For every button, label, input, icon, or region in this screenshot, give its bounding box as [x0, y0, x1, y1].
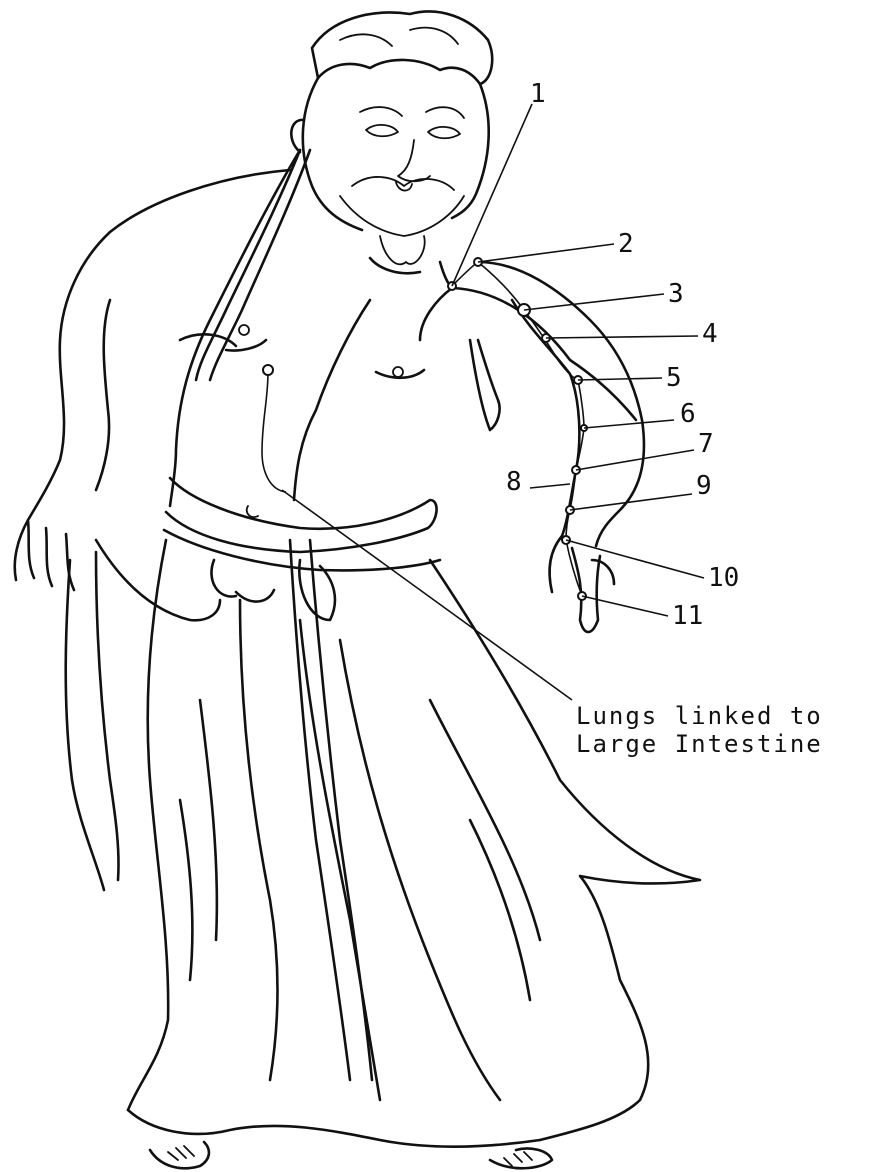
front-ribbon	[290, 540, 372, 1080]
label-7: 7	[698, 429, 714, 459]
beard	[340, 177, 464, 264]
left-arm	[15, 170, 290, 590]
leader-7	[576, 450, 694, 470]
internal-route	[262, 372, 286, 492]
label-8: 8	[506, 467, 522, 497]
label-4: 4	[702, 319, 718, 349]
hair-crown	[312, 12, 492, 84]
leader-11	[582, 596, 668, 616]
leader-caption	[282, 490, 572, 700]
point-labels: 1 2 3 4 5 6 7 8 9 10 11	[506, 79, 739, 631]
robe	[128, 540, 700, 1140]
leader-2	[478, 244, 614, 262]
head-outline	[303, 78, 489, 230]
label-9: 9	[696, 471, 712, 501]
caption: Lungs linked to Large Intestine	[576, 702, 823, 758]
robe-hem	[128, 1110, 552, 1168]
label-6: 6	[680, 399, 696, 429]
label-10: 10	[708, 563, 739, 593]
label-1: 1	[530, 79, 546, 109]
label-5: 5	[666, 363, 682, 393]
caption-line-1: Lungs linked to	[576, 702, 823, 730]
label-11: 11	[672, 601, 703, 631]
leader-3	[524, 294, 664, 310]
label-2: 2	[618, 229, 634, 259]
label-3: 3	[668, 279, 684, 309]
leader-4	[546, 336, 698, 338]
leader-5	[578, 378, 662, 380]
caption-line-2: Large Intestine	[576, 730, 823, 758]
leader-lines	[282, 104, 704, 700]
man-drawing	[15, 12, 700, 1169]
left-sash	[66, 552, 119, 890]
leader-8	[530, 484, 570, 488]
belt	[164, 478, 440, 620]
leader-10	[566, 540, 704, 578]
face-features	[360, 107, 464, 181]
leader-6	[584, 420, 674, 428]
leader-1	[452, 104, 532, 286]
